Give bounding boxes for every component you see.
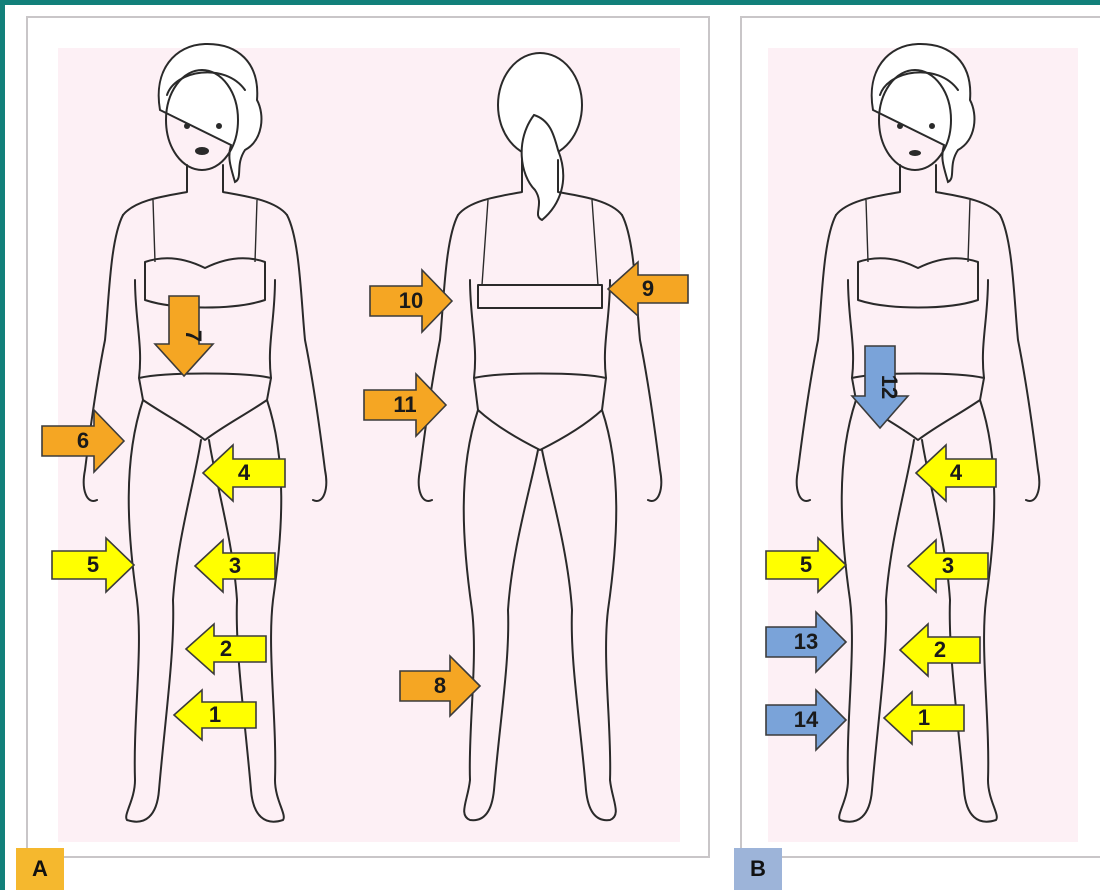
arrow-number: 13 <box>766 612 846 672</box>
arrow-number: 6 <box>42 410 124 472</box>
arrow-9-a: 9 <box>608 262 688 316</box>
arrow-number: 4 <box>203 445 285 501</box>
arrow-5-b: 5 <box>766 538 846 592</box>
arrow-number: 9 <box>608 262 688 316</box>
arrow-1-b: 1 <box>884 692 964 744</box>
arrow-number: 2 <box>186 624 266 674</box>
arrow-7-a: 7 <box>155 296 213 376</box>
arrow-number: 2 <box>900 624 980 676</box>
arrow-3-a: 3 <box>195 540 275 592</box>
arrow-number: 7 <box>144 307 224 365</box>
arrow-1-a: 1 <box>174 690 256 740</box>
arrow-number: 12 <box>839 359 921 415</box>
arrow-12-b: 12 <box>852 346 908 428</box>
arrow-number: 4 <box>916 445 996 501</box>
arrow-8-a: 8 <box>400 656 480 716</box>
arrow-number: 8 <box>400 656 480 716</box>
arrow-13-b: 13 <box>766 612 846 672</box>
arrow-3-b: 3 <box>908 540 988 592</box>
arrow-2-a: 2 <box>186 624 266 674</box>
arrow-number: 14 <box>766 690 846 750</box>
arrow-10-a: 10 <box>370 270 452 332</box>
arrow-11-a: 11 <box>364 374 446 436</box>
arrow-number: 3 <box>195 540 275 592</box>
arrow-5-a: 5 <box>52 538 134 592</box>
panel-label-a: A <box>16 848 64 890</box>
arrow-14-b: 14 <box>766 690 846 750</box>
arrow-number: 3 <box>908 540 988 592</box>
arrow-4-a: 4 <box>203 445 285 501</box>
arrow-number: 5 <box>52 538 134 592</box>
arrow-number: 5 <box>766 538 846 592</box>
arrow-4-b: 4 <box>916 445 996 501</box>
arrow-6-a: 6 <box>42 410 124 472</box>
arrow-number: 10 <box>370 270 452 332</box>
arrow-number: 1 <box>174 690 256 740</box>
arrow-number: 1 <box>884 692 964 744</box>
arrow-2-b: 2 <box>900 624 980 676</box>
arrow-number: 11 <box>364 374 446 436</box>
panel-label-b: B <box>734 848 782 890</box>
